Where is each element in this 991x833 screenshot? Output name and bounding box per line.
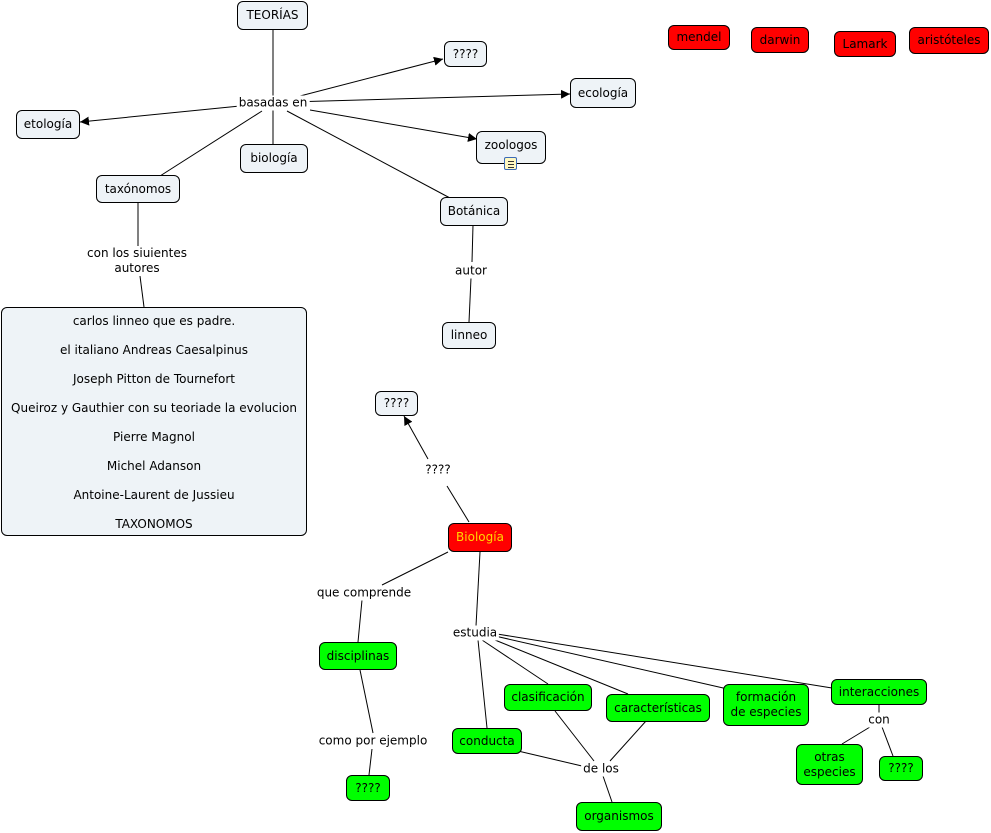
node-linneo[interactable]: linneo	[442, 322, 496, 349]
node-interacciones[interactable]: interacciones	[831, 679, 927, 705]
node-formacion-especies[interactable]: formación de especies	[723, 684, 809, 726]
node-aristoteles[interactable]: aristóteles	[909, 27, 989, 54]
author-line: Joseph Pitton de Tournefort	[73, 372, 235, 386]
node-conducta[interactable]: conducta	[452, 728, 522, 754]
node-organismos[interactable]: organismos	[576, 802, 662, 831]
link-label-con-los-siguientes-autores: con los siuientes autores	[85, 246, 189, 276]
link-label-con: con	[866, 712, 892, 728]
node-otras-especies[interactable]: otras especies	[796, 744, 863, 785]
node-etologia[interactable]: etología	[16, 110, 80, 139]
node-clasificacion[interactable]: clasificación	[504, 684, 592, 711]
node-ecologia[interactable]: ecología	[570, 78, 636, 108]
node-biologia-small[interactable]: biología	[240, 144, 308, 173]
node-taxonomos[interactable]: taxónomos	[96, 175, 180, 203]
node-biologia-main[interactable]: Biología	[448, 523, 512, 552]
note-icon[interactable]	[504, 157, 517, 170]
node-question-interacciones[interactable]: ????	[879, 756, 923, 781]
node-caracteristicas[interactable]: características	[606, 694, 710, 722]
node-question-top[interactable]: ????	[444, 41, 487, 67]
link-label-de-los: de los	[581, 761, 621, 777]
node-disciplinas[interactable]: disciplinas	[319, 642, 397, 670]
author-line: el italiano Andreas Caesalpinus	[59, 343, 249, 357]
link-label-autor: autor	[453, 263, 489, 279]
author-line: Queiroz y Gauthier con su teoriade la ev…	[11, 401, 297, 415]
author-line: TAXONOMOS	[115, 517, 193, 531]
node-question-disciplinas[interactable]: ????	[346, 775, 390, 801]
link-label-que-comprende: que comprende	[314, 585, 414, 601]
link-label-como-por-ejemplo: como por ejemplo	[316, 733, 430, 749]
link-label-estudia: estudia	[450, 625, 500, 641]
node-lamark[interactable]: Lamark	[834, 31, 896, 57]
author-line: Michel Adanson	[106, 459, 202, 473]
authors-box[interactable]: carlos linneo que es padre. el italiano …	[1, 307, 307, 536]
author-line: carlos linneo que es padre.	[72, 314, 236, 328]
author-line: Pierre Magnol	[113, 430, 195, 444]
node-question-upper[interactable]: ????	[375, 391, 418, 416]
link-label-question: ????	[423, 462, 453, 478]
author-line: Antoine-Laurent de Jussieu	[73, 488, 235, 502]
link-label-basadas-en: basadas en	[236, 95, 310, 111]
node-teorias[interactable]: TEORÍAS	[237, 1, 308, 30]
node-mendel[interactable]: mendel	[668, 25, 730, 50]
node-botanica[interactable]: Botánica	[440, 197, 508, 226]
node-darwin[interactable]: darwin	[751, 27, 809, 53]
